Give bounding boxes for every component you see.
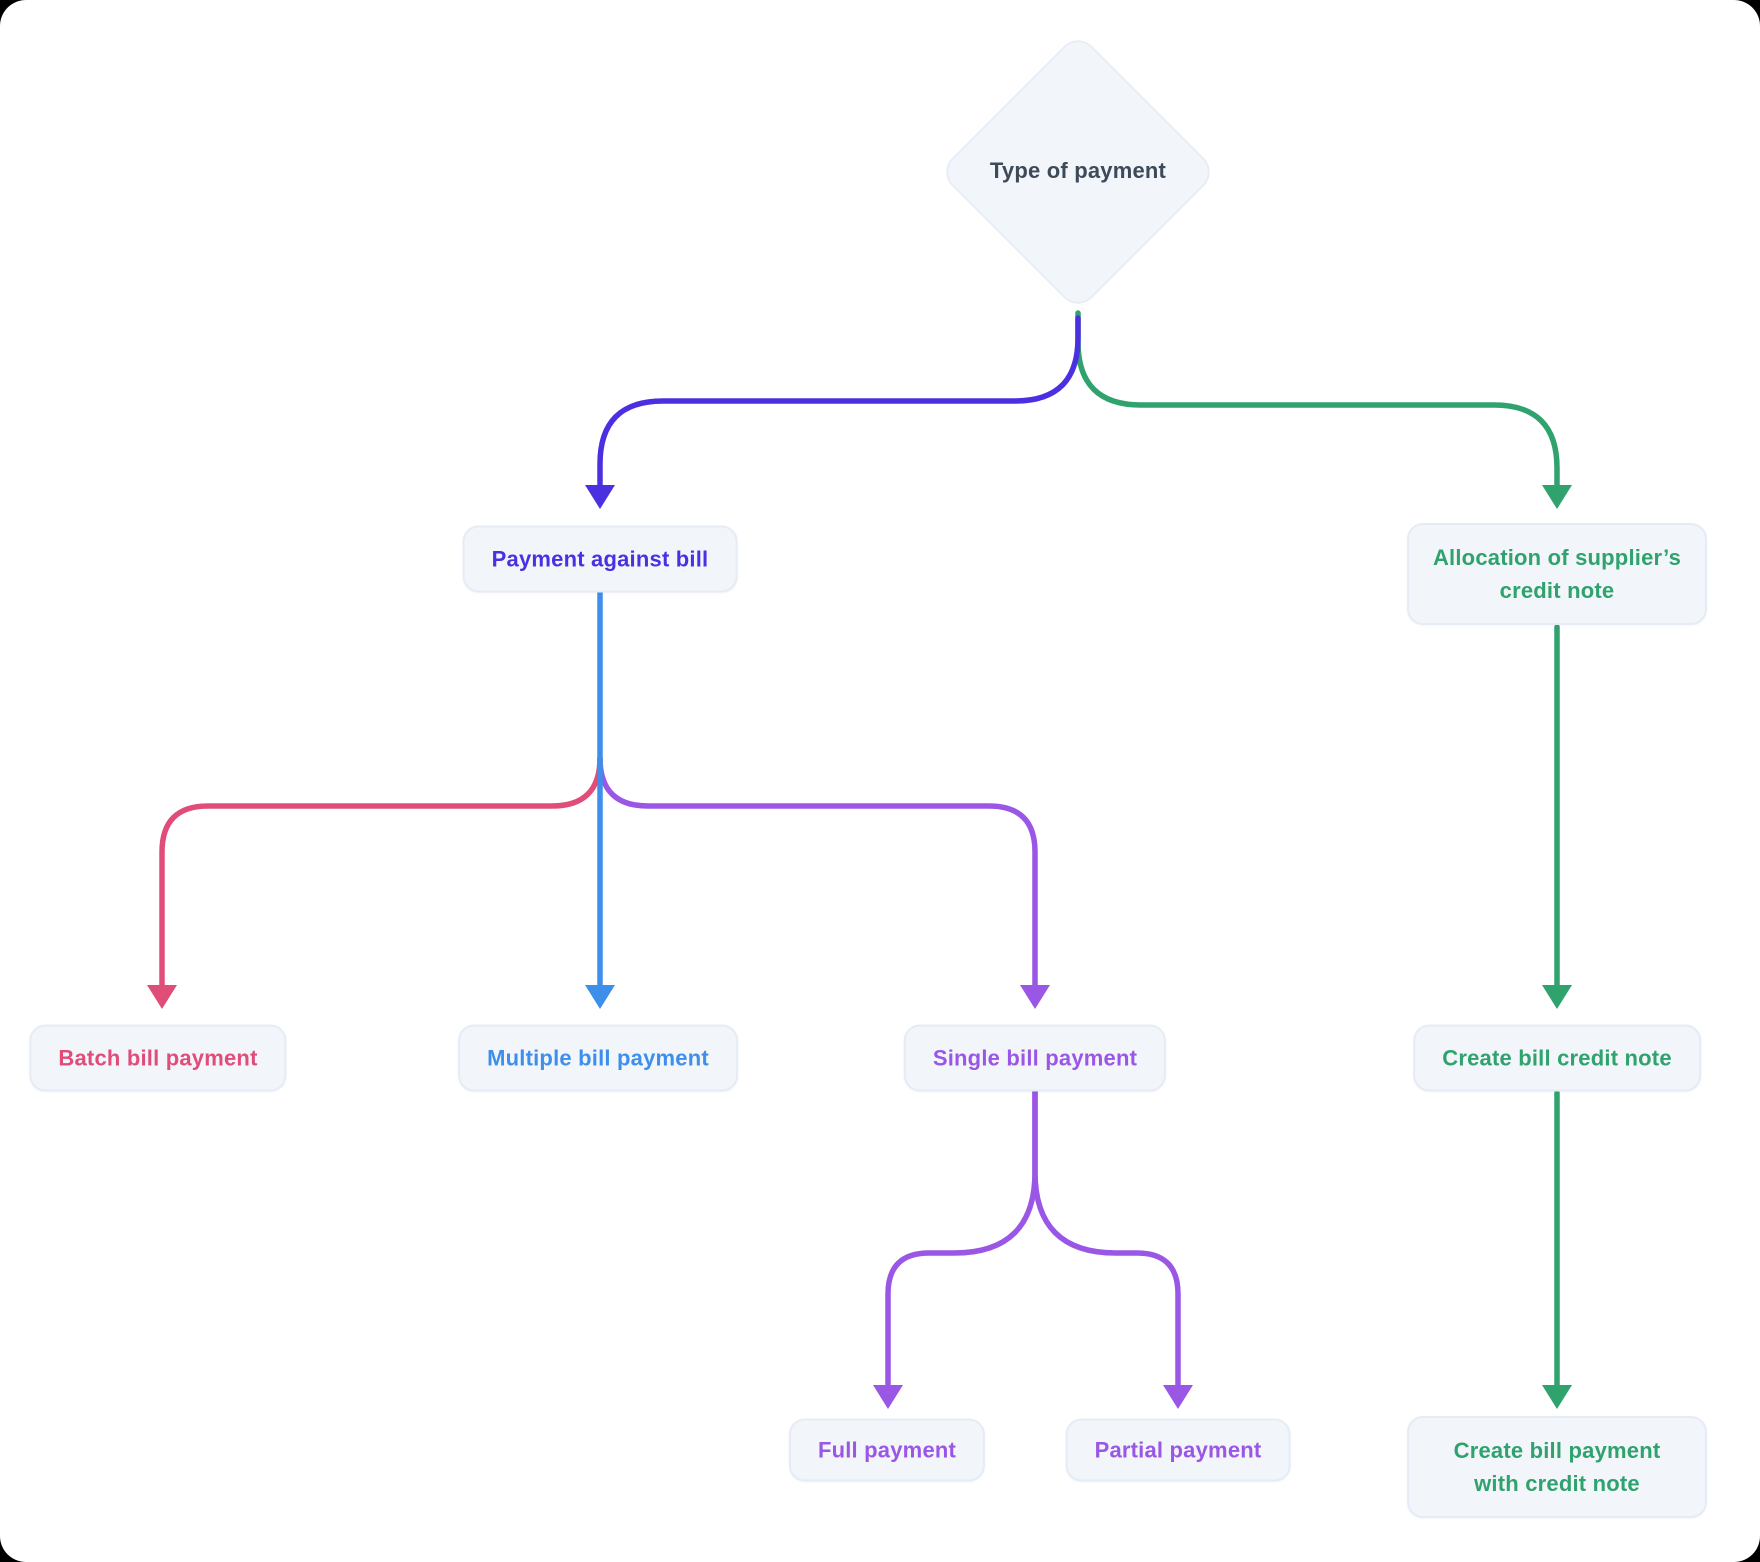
edge-pab-to-batch: [159, 755, 603, 990]
node-type-of-payment: Type of payment: [989, 158, 1167, 183]
node-single-bill-payment: Single bill payment: [903, 1024, 1167, 1092]
node-allocation-of-suppliers-credit-note: Allocation of supplier’s credit note: [1407, 523, 1707, 625]
edge-root-to-allocation: [1075, 310, 1560, 490]
edge-single-to-full-arrowhead: [873, 1385, 903, 1409]
node-create-bill-payment-with-credit-note: Create bill payment with credit note: [1407, 1416, 1707, 1518]
edge-single-to-partial-arrowhead: [1163, 1385, 1193, 1409]
edge-single-to-full: [885, 1087, 1038, 1390]
edge-root-to-payment-against-bill: [597, 315, 1081, 490]
edge-pab-to-multiple-arrowhead: [585, 985, 615, 1009]
edge-pab-to-batch-arrowhead: [147, 985, 177, 1009]
node-payment-against-bill: Payment against bill: [462, 525, 738, 593]
edge-single-to-partial: [1032, 1087, 1181, 1390]
edge-pab-to-single-arrowhead: [1020, 985, 1050, 1009]
node-batch-bill-payment: Batch bill payment: [29, 1024, 287, 1092]
node-full-payment: Full payment: [788, 1418, 986, 1482]
edge-pab-to-single: [597, 755, 1038, 990]
edge-root-to-payment-against-bill-arrowhead: [585, 485, 615, 509]
node-multiple-bill-payment: Multiple bill payment: [458, 1024, 738, 1092]
edge-credit-note-to-bill-payment-arrowhead: [1542, 1385, 1572, 1409]
node-partial-payment: Partial payment: [1065, 1418, 1291, 1482]
edge-root-to-allocation-arrowhead: [1542, 485, 1572, 509]
node-create-bill-credit-note: Create bill credit note: [1413, 1024, 1701, 1092]
edge-allocation-to-credit-note-arrowhead: [1542, 985, 1572, 1009]
